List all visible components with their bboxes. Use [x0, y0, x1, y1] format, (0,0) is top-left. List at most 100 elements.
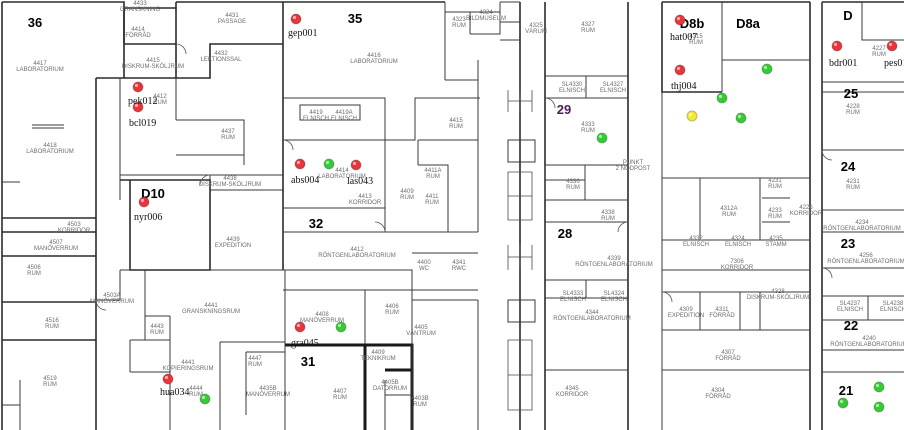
- green-status-marker[interactable]: [716, 92, 728, 104]
- marker-highlight: [676, 66, 681, 71]
- red-status-marker[interactable]: [294, 321, 306, 333]
- red-status-marker[interactable]: [132, 81, 144, 93]
- section-label-24: 24: [841, 159, 856, 174]
- marker-highlight: [688, 112, 693, 117]
- section-label-25: 25: [844, 86, 858, 101]
- section-label-D10: D10: [141, 186, 165, 201]
- red-status-marker[interactable]: [290, 13, 302, 25]
- marker-highlight: [134, 103, 139, 108]
- section-label-22: 22: [844, 318, 858, 333]
- host-label[interactable]: bdr001: [829, 58, 857, 69]
- green-status-marker[interactable]: [761, 63, 773, 75]
- green-status-marker[interactable]: [837, 397, 849, 409]
- red-status-marker[interactable]: [674, 14, 686, 26]
- green-status-marker[interactable]: [335, 321, 347, 333]
- marker-highlight: [292, 15, 297, 20]
- marker-highlight: [296, 160, 301, 165]
- marker-highlight: [201, 395, 206, 400]
- red-status-marker[interactable]: [831, 40, 843, 52]
- door-arcs: [95, 43, 833, 311]
- green-status-marker[interactable]: [873, 401, 885, 413]
- host-labels: gep001 hat007 bdr001 pes01 thj004 pek012 bcl01…: [128, 28, 904, 398]
- red-status-marker[interactable]: [294, 158, 306, 170]
- red-status-marker[interactable]: [350, 159, 362, 171]
- marker-highlight: [164, 375, 169, 380]
- marker-highlight: [839, 399, 844, 404]
- host-label[interactable]: hua034: [160, 387, 189, 398]
- red-status-marker[interactable]: [886, 40, 898, 52]
- green-status-marker[interactable]: [323, 158, 335, 170]
- host-label[interactable]: hat007: [670, 32, 697, 43]
- host-label[interactable]: pek012: [128, 96, 157, 107]
- yellow-status-marker[interactable]: [686, 110, 698, 122]
- host-label[interactable]: gra045: [291, 338, 319, 349]
- host-label[interactable]: gep001: [288, 28, 317, 39]
- marker-highlight: [676, 16, 681, 21]
- marker-highlight: [875, 403, 880, 408]
- host-label[interactable]: nyr006: [134, 212, 162, 223]
- host-label[interactable]: bcl019: [129, 118, 156, 129]
- marker-highlight: [737, 114, 742, 119]
- marker-highlight: [888, 42, 893, 47]
- red-status-marker[interactable]: [162, 373, 174, 385]
- section-label-D8a: D8a: [736, 16, 761, 31]
- red-status-marker[interactable]: [138, 196, 150, 208]
- section-label-35: 35: [348, 11, 362, 26]
- green-status-marker[interactable]: [199, 393, 211, 405]
- green-status-marker[interactable]: [873, 381, 885, 393]
- green-status-marker[interactable]: [735, 112, 747, 124]
- host-label[interactable]: abs004: [291, 175, 319, 186]
- red-status-marker[interactable]: [674, 64, 686, 76]
- marker-highlight: [875, 383, 880, 388]
- section-label-21: 21: [839, 383, 853, 398]
- marker-highlight: [140, 198, 145, 203]
- green-status-marker[interactable]: [596, 132, 608, 144]
- host-label[interactable]: pes01: [884, 58, 904, 69]
- section-label-36: 36: [28, 15, 42, 30]
- host-label[interactable]: thj004: [671, 81, 697, 92]
- section-label-32: 32: [309, 216, 323, 231]
- host-label[interactable]: las043: [347, 176, 373, 187]
